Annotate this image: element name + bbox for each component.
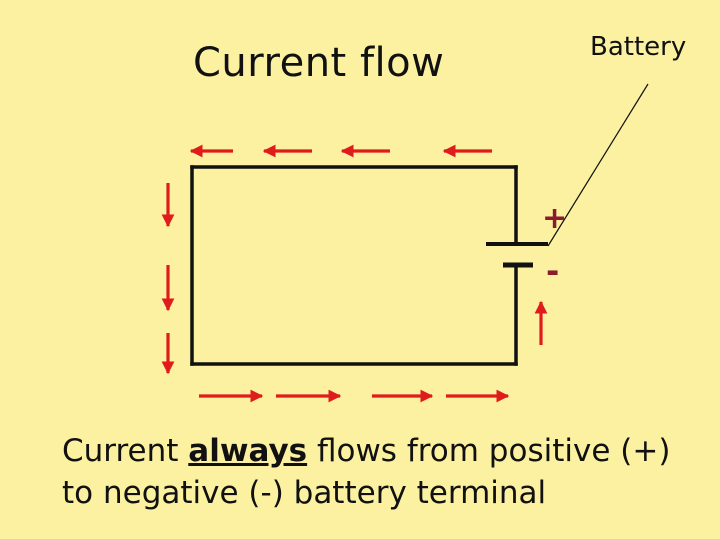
battery-pointer-line <box>547 83 649 247</box>
battery-label: Battery <box>590 32 687 62</box>
diagram-title: Current flow <box>193 40 445 86</box>
caption-line-1: Current always flows from positive (+) <box>62 430 670 472</box>
circuit-wire <box>190 165 518 366</box>
caption-emphasis: always <box>188 433 308 469</box>
caption-line-2: to negative (-) battery terminal <box>62 475 547 511</box>
plus-sign: + <box>542 201 567 236</box>
caption-text-before: Current <box>62 433 189 469</box>
battery-symbol <box>486 242 548 268</box>
minus-sign: - <box>546 252 559 290</box>
caption: Current always flows from positive (+) t… <box>62 430 670 514</box>
caption-text-after: flows from positive (+) <box>307 433 671 469</box>
